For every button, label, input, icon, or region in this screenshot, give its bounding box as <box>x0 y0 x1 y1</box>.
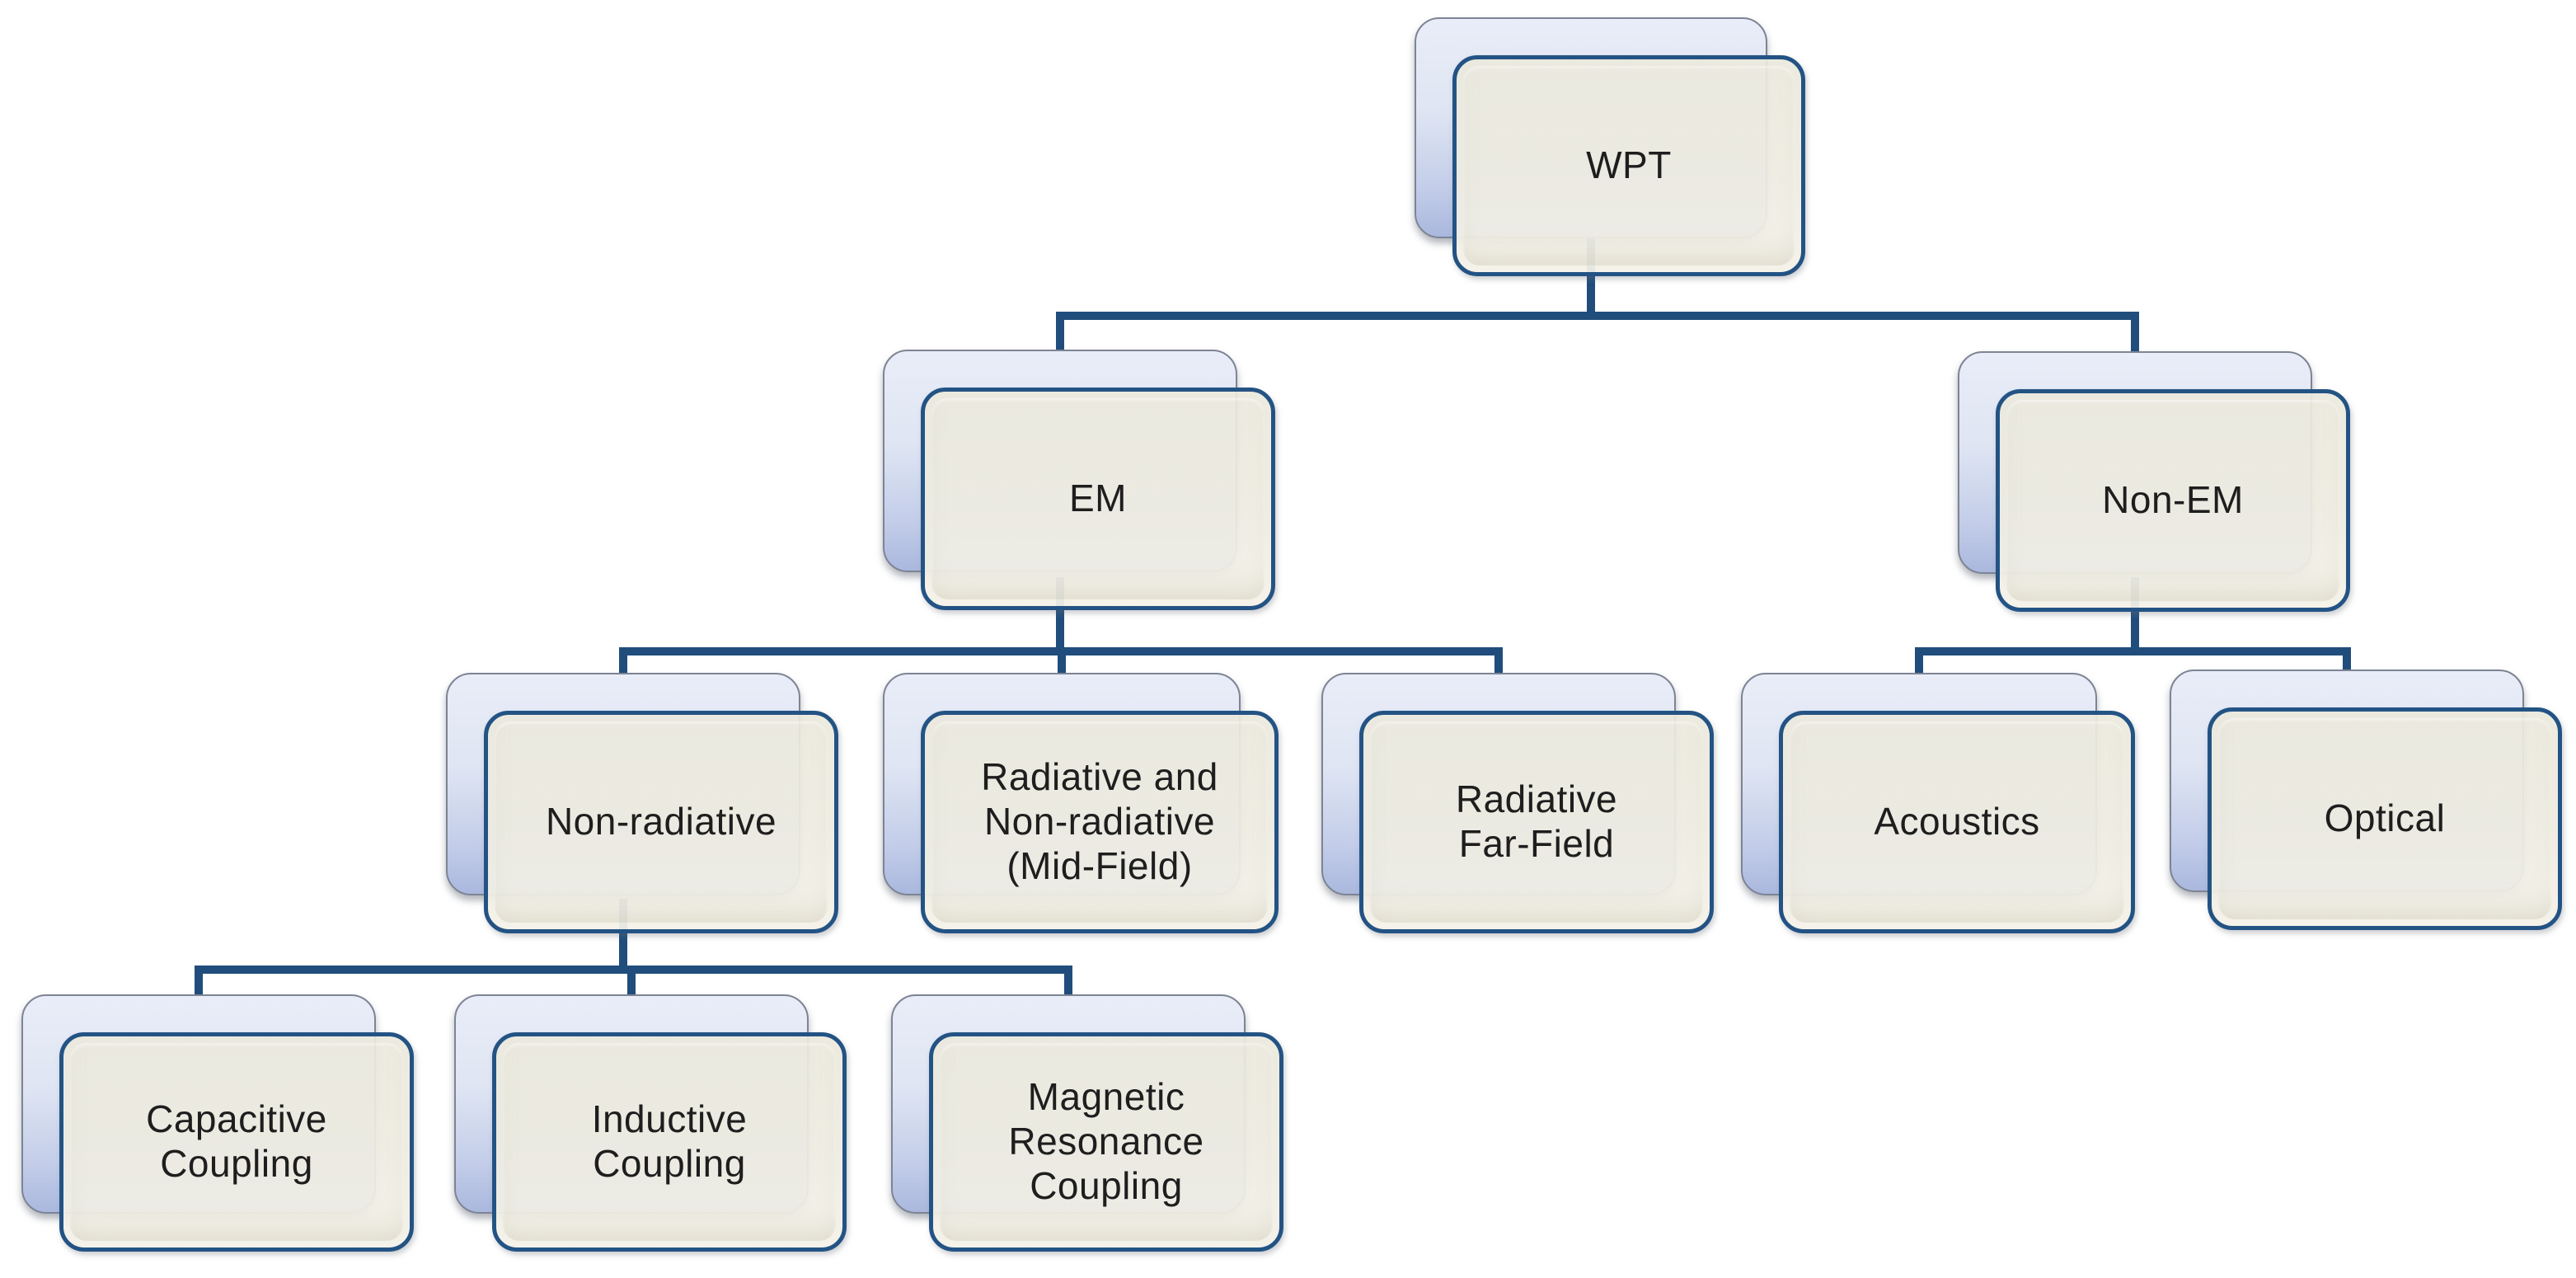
node-face: EM <box>921 388 1275 610</box>
node-capacitive-coupling: Capacitive Coupling <box>21 994 414 1252</box>
node-label: Radiative and Non-radiative (Mid-Field) <box>981 755 1218 887</box>
node-non-em: Non-EM <box>1958 351 2350 612</box>
node-label: Radiative Far-Field <box>1455 778 1618 865</box>
node-face: Optical <box>2208 707 2562 930</box>
node-face: Inductive Coupling <box>492 1032 847 1252</box>
node-face: Capacitive Coupling <box>59 1032 414 1252</box>
node-face: Non-radiative <box>484 711 838 933</box>
node-label: Magnetic Resonance Coupling <box>1008 1075 1204 1207</box>
node-optical: Optical <box>2170 670 2562 930</box>
node-em: EM <box>883 350 1275 610</box>
node-magnetic-resonance-coupling: Magnetic Resonance Coupling <box>891 994 1283 1252</box>
node-label: Non-EM <box>2102 478 2244 522</box>
node-wpt: WPT <box>1415 17 1805 276</box>
node-label: EM <box>1069 477 1127 520</box>
node-label: Non-radiative <box>545 800 777 843</box>
node-acoustics: Acoustics <box>1741 673 2135 933</box>
node-face: Magnetic Resonance Coupling <box>929 1032 1283 1252</box>
node-inductive-coupling: Inductive Coupling <box>454 994 847 1252</box>
node-label: WPT <box>1586 143 1672 187</box>
node-label: Optical <box>2324 796 2446 840</box>
connector-nonem-children <box>1915 577 2351 792</box>
node-radiative-far-field: Radiative Far-Field <box>1321 673 1714 933</box>
node-label: Inductive Coupling <box>591 1097 748 1185</box>
node-label: Acoustics <box>1874 800 2040 843</box>
node-non-radiative: Non-radiative <box>446 673 838 933</box>
node-label: Capacitive Coupling <box>146 1097 327 1185</box>
node-radiative-mid-field: Radiative and Non-radiative (Mid-Field) <box>883 673 1279 933</box>
node-face: Radiative Far-Field <box>1359 711 1714 933</box>
node-face: Non-EM <box>1996 389 2350 612</box>
node-face: Radiative and Non-radiative (Mid-Field) <box>921 711 1279 933</box>
node-face: Acoustics <box>1779 711 2135 933</box>
node-face: WPT <box>1452 55 1805 276</box>
